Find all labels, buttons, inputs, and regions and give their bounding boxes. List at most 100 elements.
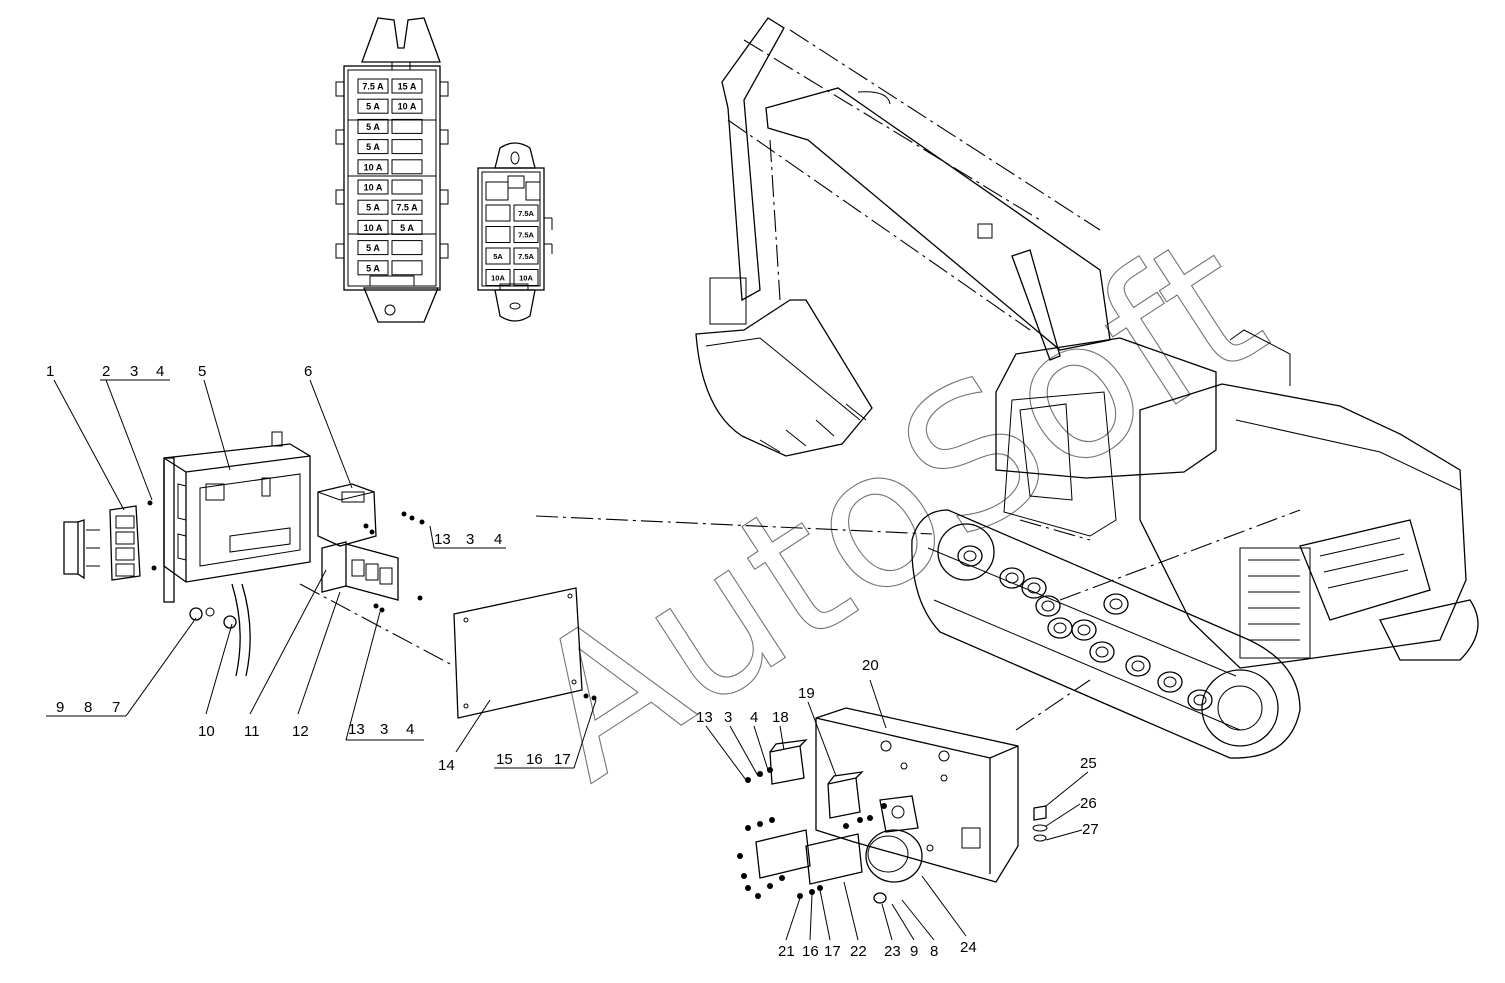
fuse-slot-small [485, 226, 511, 243]
track-connector [1103, 593, 1129, 615]
track-connector-inner [1041, 600, 1055, 612]
callout-19: 19 [798, 685, 815, 702]
fuse-label-small: 7.5A [518, 209, 534, 218]
fuse-label: 7.5 A [362, 82, 384, 92]
callout-5: 5 [198, 363, 206, 380]
fuse-label: 5 A [366, 102, 380, 112]
fuse-label: 7.5 A [396, 203, 418, 213]
callout-16b: 16 [802, 943, 819, 960]
fuse-slot [391, 139, 423, 155]
fuse-slot-small [485, 247, 511, 265]
callout-6: 6 [304, 363, 312, 380]
callout-25: 25 [1080, 755, 1097, 772]
fuse-slot-small [485, 269, 511, 286]
callout-21: 21 [778, 943, 795, 960]
fuse-label-small: 10A [491, 274, 505, 283]
callout-15: 15 [496, 751, 513, 768]
callout-13c: 13 [696, 709, 713, 726]
fuse-label: 5 A [366, 243, 380, 253]
callout-9b: 9 [910, 943, 918, 960]
fuse-slot [391, 179, 423, 195]
fuse-label-small: 7.5A [518, 252, 534, 261]
callout-3b: 3 [380, 721, 388, 738]
fuse-slot-small [485, 204, 511, 222]
fuse-slot [357, 219, 389, 235]
bolt [881, 803, 887, 809]
bolt [843, 823, 849, 829]
bolt [745, 777, 751, 783]
fuse-slot [391, 240, 423, 256]
bolt [737, 853, 743, 859]
callout-numbers-left: 1 2 3 4 5 6 13 3 4 9 8 7 10 11 12 13 3 4… [46, 363, 571, 774]
fuse-box-small: 7.5A 7.5A 5A 7.5A 10A 10A [477, 142, 553, 322]
track-connector-inner [1095, 646, 1109, 658]
callout-1: 1 [46, 363, 54, 380]
bolt [857, 817, 863, 823]
track-connector [1047, 617, 1073, 639]
track-connector-inner [1131, 660, 1145, 672]
excavator-drawing [695, 17, 1479, 759]
callout-2: 2 [102, 363, 110, 380]
callout-4b: 4 [406, 721, 414, 738]
callout-18: 18 [772, 709, 789, 726]
fuse-label: 5 A [366, 263, 380, 273]
bolt [817, 885, 823, 891]
fuse-slot [357, 139, 389, 155]
fuse-slot [357, 78, 389, 94]
leader-lines [46, 379, 1089, 941]
track-connector [957, 545, 983, 567]
fuse-label-small: 7.5A [518, 231, 534, 240]
fuse-label: 5 A [400, 223, 414, 233]
bolt [769, 817, 775, 823]
fuse-label-small: 5A [493, 252, 503, 261]
bolt [797, 893, 803, 899]
fuse-label: 5 A [366, 122, 380, 132]
fuse-slot [391, 98, 423, 114]
fuse-label-small: 10A [519, 274, 533, 283]
fuse-slot [391, 159, 423, 175]
fuse-label: 10 A [364, 183, 383, 193]
callout-12: 12 [292, 723, 309, 740]
bolt [755, 893, 761, 899]
bolt [767, 767, 773, 773]
callout-4a: 4 [494, 531, 502, 548]
track-connector [1089, 641, 1115, 663]
callout-8b: 8 [930, 943, 938, 960]
bolt [757, 771, 763, 777]
bolt [779, 875, 785, 881]
fuse-slot-small [513, 226, 539, 243]
left-electrical-box-assembly [63, 431, 597, 719]
track-connector [999, 567, 1025, 589]
track-connector [1157, 671, 1183, 693]
fuse-slot [391, 78, 423, 94]
callout-8a: 8 [84, 699, 92, 716]
track-connector [1187, 689, 1213, 711]
bolt [867, 815, 873, 821]
fuse-slot [357, 260, 389, 276]
fuse-slot [391, 118, 423, 134]
fuse-slot [357, 179, 389, 195]
track-connector-inner [1077, 624, 1091, 636]
track-connector-inner [963, 550, 977, 562]
fuse-label: 10 A [364, 162, 383, 172]
bolt [741, 873, 747, 879]
fuse-label: 10 A [364, 223, 383, 233]
callout-13a: 13 [434, 531, 451, 548]
fuse-slot [357, 199, 389, 215]
callout-4c: 4 [750, 709, 758, 726]
fuse-slot-small [513, 247, 539, 265]
callout-14: 14 [438, 757, 455, 774]
callout-9a: 9 [56, 699, 64, 716]
bolt [809, 889, 815, 895]
callout-3c: 3 [724, 709, 732, 726]
callout-26: 26 [1080, 795, 1097, 812]
callout-27: 27 [1082, 821, 1099, 838]
bolt [757, 821, 763, 827]
callout-3: 3 [130, 363, 138, 380]
track-connector [1035, 595, 1061, 617]
fuse-slot [391, 199, 423, 215]
callout-4: 4 [156, 363, 164, 380]
callout-20: 20 [862, 657, 879, 674]
